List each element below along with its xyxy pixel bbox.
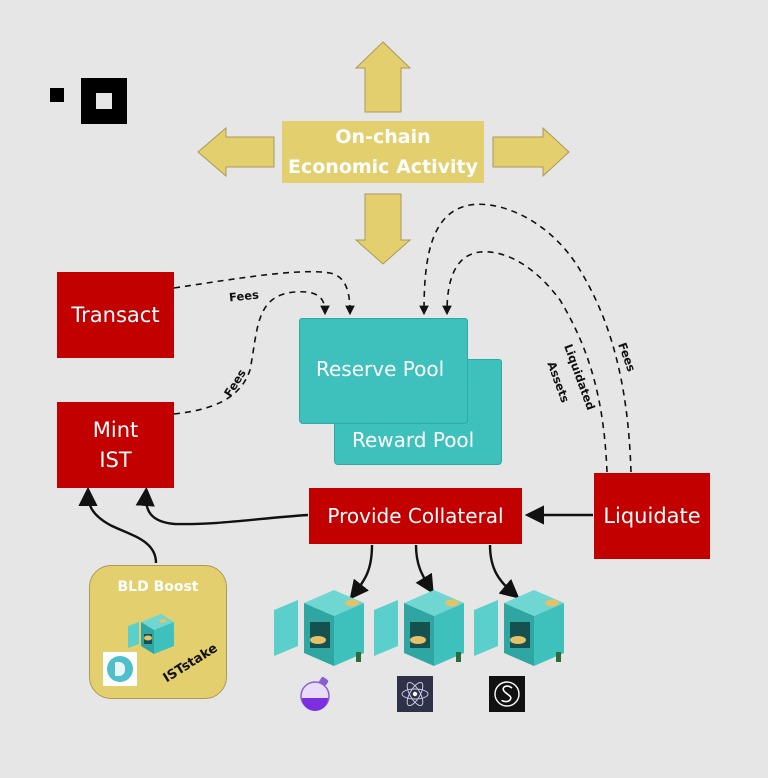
mint-label-line1: Mint: [92, 418, 139, 442]
vault-1: [272, 588, 367, 668]
vault-icon: [126, 610, 176, 664]
provide-collateral-node: Provide Collateral: [309, 488, 522, 544]
arrow-down: [354, 193, 412, 265]
activity-line2: Economic Activity: [288, 156, 478, 178]
reserve-pool: Reserve Pool: [299, 318, 468, 424]
mint-ist-node: Mint IST: [57, 402, 174, 488]
reward-pool-label: Reward Pool: [352, 428, 475, 452]
flow-collateral-to-mint: [135, 486, 309, 526]
mint-label-line2: IST: [99, 448, 132, 472]
transact-node: Transact: [57, 272, 174, 358]
logo-small-square: [50, 88, 64, 102]
vault-2: [372, 588, 467, 668]
bld-token-icon: [103, 652, 137, 686]
arrow-left: [197, 126, 275, 178]
logo: [50, 78, 127, 124]
flow-liquidate-fees: [419, 203, 632, 473]
logo-large-square: [81, 78, 127, 124]
activity-line1: On-chain: [335, 126, 431, 148]
flow-collateral-to-vault-1: [349, 544, 374, 600]
provide-collateral-label: Provide Collateral: [327, 504, 504, 528]
flow-collateral-to-vault-3: [488, 544, 520, 599]
arrow-right: [492, 126, 570, 178]
arrow-up: [354, 41, 412, 113]
bld-boost-node: BLD Boost ISTstake: [89, 565, 227, 699]
potion-flask-icon: [298, 676, 334, 712]
flow-mint-fees: [173, 290, 330, 415]
s-circle-icon: [489, 676, 525, 712]
transact-label: Transact: [71, 303, 160, 327]
flow-bld-to-mint: [78, 486, 158, 564]
flow-collateral-to-vault-2: [414, 544, 434, 595]
bld-boost-title: BLD Boost: [117, 579, 199, 595]
flow-transact-fees: [173, 270, 355, 316]
atom-icon: [397, 676, 433, 712]
vault-3: [472, 588, 567, 668]
on-chain-economic-activity-node: On-chain Economic Activity: [282, 121, 484, 183]
liquidate-node: Liquidate: [594, 473, 710, 559]
liquidate-label: Liquidate: [603, 504, 701, 528]
flow-liquidated-assets: [442, 250, 608, 473]
reserve-pool-label: Reserve Pool: [316, 357, 445, 381]
